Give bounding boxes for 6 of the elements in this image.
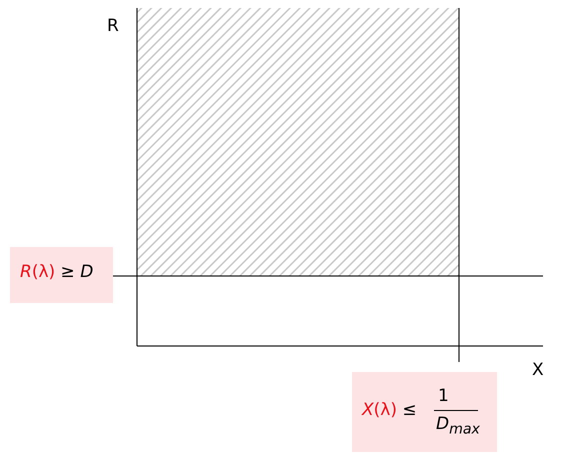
fraction-numerator: 1	[438, 386, 449, 406]
condition-label: X(λ) ≤	[362, 400, 417, 420]
condition-label: R(λ) ≥ D	[20, 262, 94, 282]
axis-label: R	[107, 16, 119, 36]
fraction-denominator: D$_{max}$	[436, 414, 480, 438]
axis-label: X	[532, 360, 544, 380]
